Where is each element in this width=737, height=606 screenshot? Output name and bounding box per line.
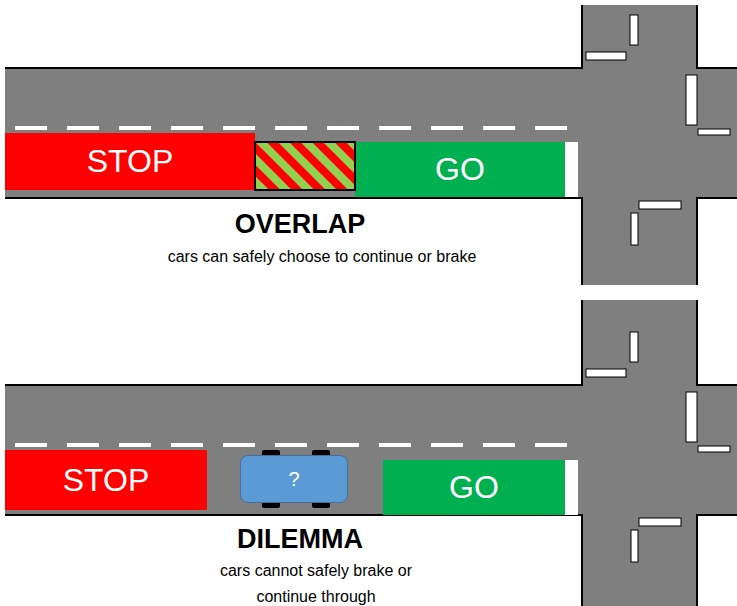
go-zone: GO xyxy=(355,142,565,197)
road-edge xyxy=(697,300,737,385)
crosswalk-bar xyxy=(698,129,730,135)
panel-caption: cars can safely choose to continue or br… xyxy=(112,244,532,270)
crosswalk-bar xyxy=(631,213,638,245)
lane-dash xyxy=(223,443,255,447)
crosswalk-bar xyxy=(586,52,626,60)
stop-line xyxy=(565,142,578,197)
zone-label: GO xyxy=(435,151,485,188)
panel-caption: cars cannot safely brake or continue thr… xyxy=(211,558,421,606)
car: ? xyxy=(240,455,348,503)
lane-dash xyxy=(67,126,99,130)
stop-line xyxy=(565,460,578,515)
road-edge xyxy=(697,198,737,285)
crosswalk-bar xyxy=(630,15,638,45)
lane-dash xyxy=(15,443,47,447)
panel-heading-text: OVERLAP xyxy=(235,209,366,239)
zone-label: ? xyxy=(288,468,299,491)
lane-dash xyxy=(327,443,359,447)
road-edge xyxy=(697,5,737,68)
lane-dash xyxy=(327,126,359,130)
stop-zone: STOP xyxy=(5,450,207,510)
road-edge xyxy=(697,515,737,606)
lane-dash xyxy=(275,443,307,447)
crosswalk-bar xyxy=(639,201,681,209)
road xyxy=(5,300,737,606)
crosswalk-bar xyxy=(686,392,697,442)
crosswalk-bar xyxy=(586,369,626,377)
road-edge xyxy=(5,198,582,285)
panel-caption-text: cars cannot safely brake or continue thr… xyxy=(220,562,412,605)
lane-dash xyxy=(483,126,515,130)
overlap-hatch xyxy=(255,142,355,190)
road-surface xyxy=(582,300,697,606)
road-edge xyxy=(5,300,582,385)
zone-label: GO xyxy=(449,469,499,506)
lane-dash xyxy=(275,126,307,130)
lane-dash xyxy=(119,126,151,130)
road-edge xyxy=(5,515,582,606)
stop-zone: STOP xyxy=(5,133,255,190)
lane-dash xyxy=(431,443,463,447)
lane-dash xyxy=(379,126,411,130)
crosswalk-bar xyxy=(698,446,730,452)
lane-dash xyxy=(223,126,255,130)
lane-dash xyxy=(535,126,567,130)
zone-label: STOP xyxy=(87,143,174,180)
lane-dash xyxy=(379,443,411,447)
crosswalk-bar xyxy=(686,75,697,125)
zone-label: STOP xyxy=(63,462,150,499)
lane-dash xyxy=(67,443,99,447)
panel-heading: DILEMMA xyxy=(150,524,450,555)
road xyxy=(5,5,737,285)
panel-heading-text: DILEMMA xyxy=(237,524,363,554)
lane-dash xyxy=(119,443,151,447)
go-zone: GO xyxy=(383,460,565,515)
road-edge xyxy=(5,5,582,68)
lane-dash xyxy=(15,126,47,130)
panel-heading: OVERLAP xyxy=(150,209,450,240)
lane-dash xyxy=(483,443,515,447)
crosswalk-bar xyxy=(631,530,638,562)
lane-dash xyxy=(171,443,203,447)
lane-dash xyxy=(171,126,203,130)
crosswalk-bar xyxy=(639,518,681,526)
panel-caption-text: cars can safely choose to continue or br… xyxy=(168,248,477,265)
lane-dash xyxy=(431,126,463,130)
crosswalk-bar xyxy=(630,332,638,362)
lane-dash xyxy=(535,443,567,447)
road-surface xyxy=(582,5,697,285)
